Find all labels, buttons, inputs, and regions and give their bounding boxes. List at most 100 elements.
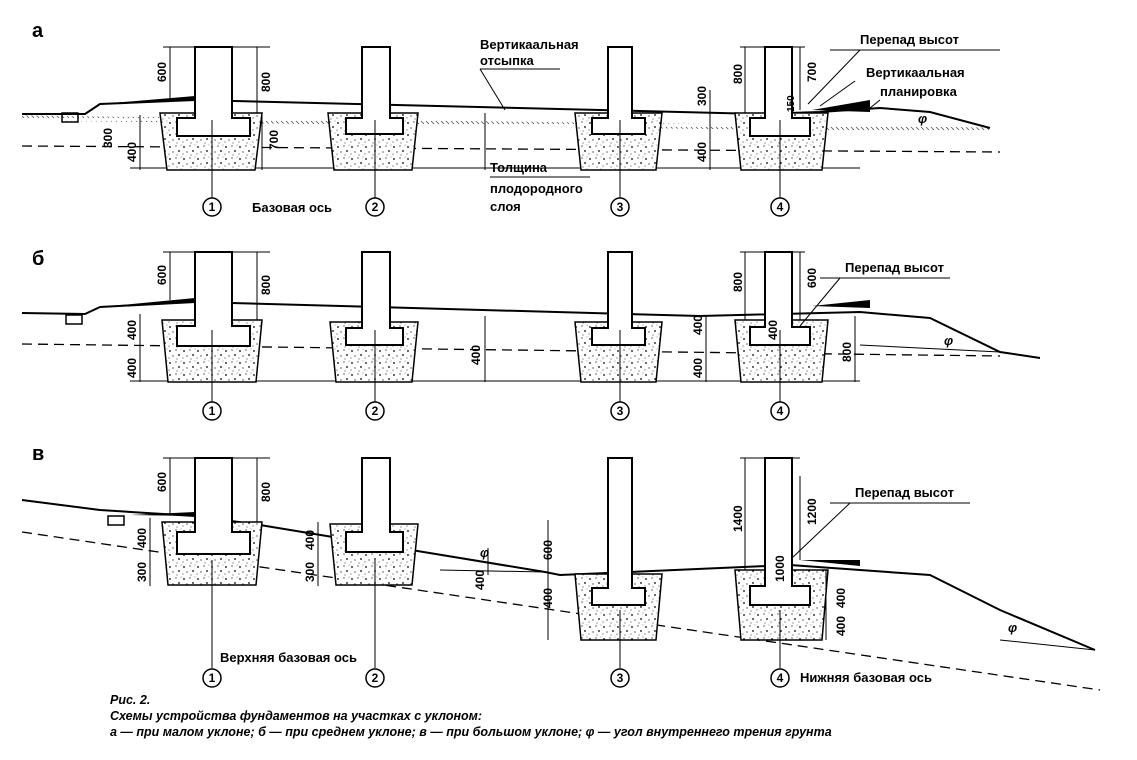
fertile-label-a-line2: плодородного — [490, 181, 583, 196]
dim-c-2: 400 — [135, 528, 149, 548]
dim-a-2: 300 — [101, 128, 115, 148]
phi-b: φ — [944, 333, 953, 348]
dim-b-9: 400 — [766, 320, 780, 340]
phi-c-1: φ — [480, 545, 489, 560]
phi-a: φ — [918, 111, 927, 126]
dim-c-7: 400 — [473, 570, 487, 590]
svg-text:3: 3 — [617, 404, 624, 418]
axis-marker-b-3: 3 — [610, 401, 630, 421]
svg-text:1: 1 — [209, 671, 216, 685]
axis-marker-c-2: 2 — [365, 668, 385, 688]
dim-c-10: 1200 — [805, 498, 819, 525]
foundation-c-1 — [161, 457, 263, 586]
foundation-c-3 — [574, 457, 663, 641]
dim-c-8: 400 — [541, 588, 555, 608]
lower-axis-label: Нижняя базовая ось — [800, 670, 932, 685]
fill-label-a-line2: отсыпка — [480, 53, 535, 68]
height-diff-label-c: Перепад высот — [855, 485, 954, 500]
panel-b: б — [21, 248, 1041, 421]
dim-a-3: 400 — [125, 142, 139, 162]
svg-text:3: 3 — [617, 671, 624, 685]
foundation-c-4 — [734, 457, 829, 641]
dim-b-8: 600 — [805, 268, 819, 288]
caption-legend: а — при малом уклоне; б — при среднем ук… — [110, 725, 832, 739]
dim-c-11: 1000 — [773, 555, 787, 582]
dim-a-6: 400 — [695, 142, 709, 162]
foundation-a-3 — [574, 46, 663, 171]
dim-b-10: 800 — [840, 342, 854, 362]
phi-c-2: φ — [1008, 620, 1017, 635]
phi-line-c-2 — [999, 639, 1096, 651]
panel-letter-c: в — [32, 443, 44, 465]
axis-marker-a-2: 2 — [365, 197, 385, 217]
dim-a-4: 700 — [267, 130, 281, 150]
foundation-a-1 — [159, 46, 263, 171]
svg-text:3: 3 — [617, 200, 624, 214]
dim-b-5: 400 — [691, 315, 705, 335]
planning-wedge-b — [812, 300, 870, 308]
planning-wedge-c — [800, 560, 860, 566]
dim-c-5: 300 — [303, 562, 317, 582]
dim-b-3: 400 — [125, 358, 139, 378]
dim-b-0: 600 — [155, 265, 169, 285]
caption-subtitle: Схемы устройства фундаментов на участках… — [110, 709, 483, 723]
planning-wedge-a — [812, 100, 870, 112]
panel-letter-a: а — [32, 20, 44, 42]
dim-b-4: 400 — [469, 345, 483, 365]
fertile-label-a-line1: Толщина — [490, 160, 548, 175]
axis-marker-c-3: 3 — [610, 668, 630, 688]
dim-b-1: 800 — [259, 275, 273, 295]
dim-a-1: 800 — [259, 72, 273, 92]
axis-marker-a-1: 1 — [202, 197, 222, 217]
drain-c — [107, 515, 125, 526]
svg-text:2: 2 — [372, 404, 379, 418]
ground-line-b — [21, 300, 1041, 359]
svg-text:2: 2 — [372, 200, 379, 214]
caption-title: Рис. 2. — [110, 693, 151, 707]
dim-a-0: 600 — [155, 62, 169, 82]
dim-b-6: 400 — [691, 358, 705, 378]
drain-b — [65, 314, 83, 325]
axis-marker-b-1: 1 — [202, 401, 222, 421]
panel-c: в — [21, 443, 1101, 691]
planning-label-a-line1: Вертикаальная — [866, 65, 965, 80]
foundation-b-4 — [734, 251, 829, 383]
dim-c-1: 800 — [259, 482, 273, 502]
dim-c-12: 400 — [834, 588, 848, 608]
axis-marker-b-4: 4 — [770, 401, 790, 421]
phi-line-c-1 — [439, 569, 546, 573]
dim-c-13: 400 — [834, 616, 848, 636]
dim-a-5: 300 — [695, 86, 709, 106]
dim-c-0: 600 — [155, 472, 169, 492]
dim-c-6: 600 — [541, 540, 555, 560]
dim-b-7: 800 — [731, 272, 745, 292]
foundation-a-4 — [734, 46, 829, 171]
foundation-c-2 — [329, 457, 419, 586]
fill-wedge-c — [130, 512, 195, 516]
svg-text:4: 4 — [777, 671, 784, 685]
dim-c-3: 300 — [135, 562, 149, 582]
figure-caption: Рис. 2. Схемы устройства фундаментов на … — [110, 692, 1110, 740]
drain-a — [61, 112, 79, 123]
dim-a-7: 800 — [731, 64, 745, 84]
fill-wedge-a — [100, 96, 195, 104]
axis-marker-c-1: 1 — [202, 668, 222, 688]
foundation-b-3 — [574, 251, 663, 383]
phi-line-b — [859, 344, 1001, 353]
axis-marker-a-4: 4 — [770, 197, 790, 217]
axis-marker-b-2: 2 — [365, 401, 385, 421]
height-diff-label-b: Перепад высот — [845, 260, 944, 275]
ground-line-c — [21, 499, 1096, 651]
dim-c-4: 400 — [303, 530, 317, 550]
fill-wedge-b — [100, 298, 195, 307]
planning-label-a-line2: планировка — [880, 84, 958, 99]
svg-text:2: 2 — [372, 671, 379, 685]
dim-c-9: 1400 — [731, 505, 745, 532]
svg-text:4: 4 — [777, 200, 784, 214]
base-axis-label-a: Базовая ось — [252, 200, 332, 215]
foundation-b-2 — [329, 251, 419, 383]
svg-text:4: 4 — [777, 404, 784, 418]
upper-axis-label: Верхняя базовая ось — [220, 650, 357, 665]
dim-a-8: 700 — [805, 62, 819, 82]
